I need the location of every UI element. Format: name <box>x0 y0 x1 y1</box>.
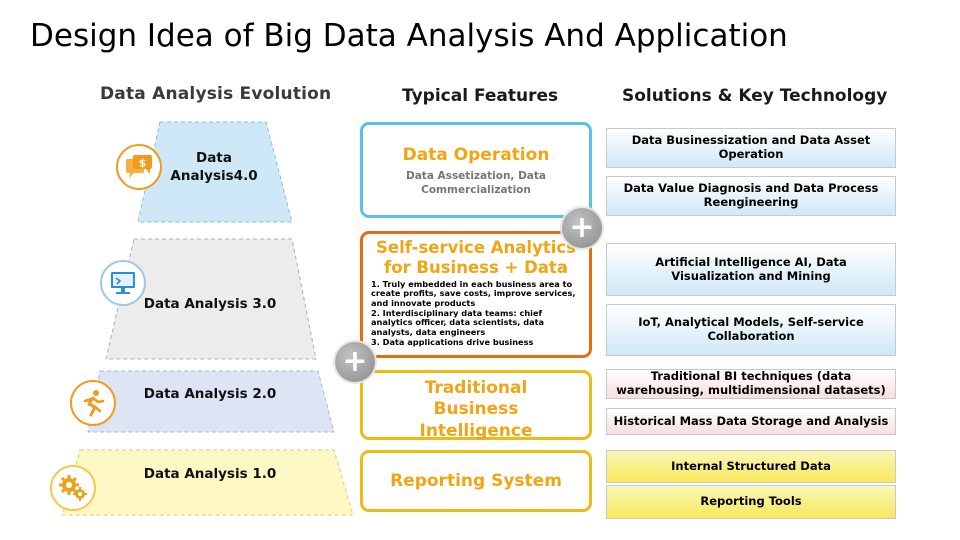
level-4-label: Data Analysis4.0 <box>170 150 258 184</box>
evolution-column-header: Data Analysis Evolution <box>100 84 332 104</box>
bullet-item: 2. Interdisciplinary data teams: chief a… <box>371 307 545 337</box>
feature-traditional-bi-title: Traditional Business Intelligence <box>419 378 533 441</box>
bullet-item: 3. Data applications drive business <box>371 336 534 347</box>
feature-data-operation-subtitle: Data Assetization, Data Commercializatio… <box>406 170 546 197</box>
level-2-label: Data Analysis 2.0 <box>143 386 277 402</box>
level-4-trapezoid <box>137 121 293 223</box>
gears-icon <box>50 465 96 511</box>
bullet-item: 1. Truly embedded in each business area … <box>371 278 576 308</box>
feature-traditional-bi: Traditional Business Intelligence <box>360 370 592 441</box>
monitor-icon <box>100 260 146 306</box>
svg-text:$: $ <box>139 157 147 170</box>
level-1-label: Data Analysis 1.0 <box>143 466 277 482</box>
feature-self-service-title: Self-service Analytics for Business + Da… <box>376 238 576 277</box>
solution-item: Reporting Tools <box>606 485 896 519</box>
money-chat-icon: $ <box>116 144 162 190</box>
level-3-trapezoid <box>105 238 317 360</box>
solution-item: Traditional BI techniques (data warehous… <box>606 369 896 399</box>
solutions-column-header: Solutions & Key Technology <box>622 86 888 106</box>
level-1-trapezoid <box>61 449 354 516</box>
page-title: Design Idea of Big Data Analysis And App… <box>30 18 788 54</box>
plus-icon: + <box>335 342 375 382</box>
feature-reporting-title: Reporting System <box>390 471 562 491</box>
plus-icon: + <box>562 208 602 248</box>
solution-item: Data Businessization and Data Asset Oper… <box>606 128 896 168</box>
solution-item: Historical Mass Data Storage and Analysi… <box>606 408 896 435</box>
solution-item: Artificial Intelligence AI, Data Visuali… <box>606 243 896 296</box>
feature-data-operation-title: Data Operation <box>402 145 550 165</box>
feature-self-service-bullets: 1. Truly embedded in each business area … <box>371 278 581 348</box>
solution-item: Internal Structured Data <box>606 450 896 483</box>
solution-item: Data Value Diagnosis and Data Process Re… <box>606 176 896 216</box>
solution-item: IoT, Analytical Models, Self-service Col… <box>606 304 896 356</box>
runner-icon <box>70 380 116 426</box>
feature-self-service: Self-service Analytics for Business + Da… <box>360 231 592 358</box>
features-column-header: Typical Features <box>402 86 559 106</box>
level-3-label: Data Analysis 3.0 <box>143 296 277 312</box>
feature-reporting: Reporting System <box>360 450 592 512</box>
feature-data-operation: Data Operation Data Assetization, Data C… <box>360 122 592 218</box>
